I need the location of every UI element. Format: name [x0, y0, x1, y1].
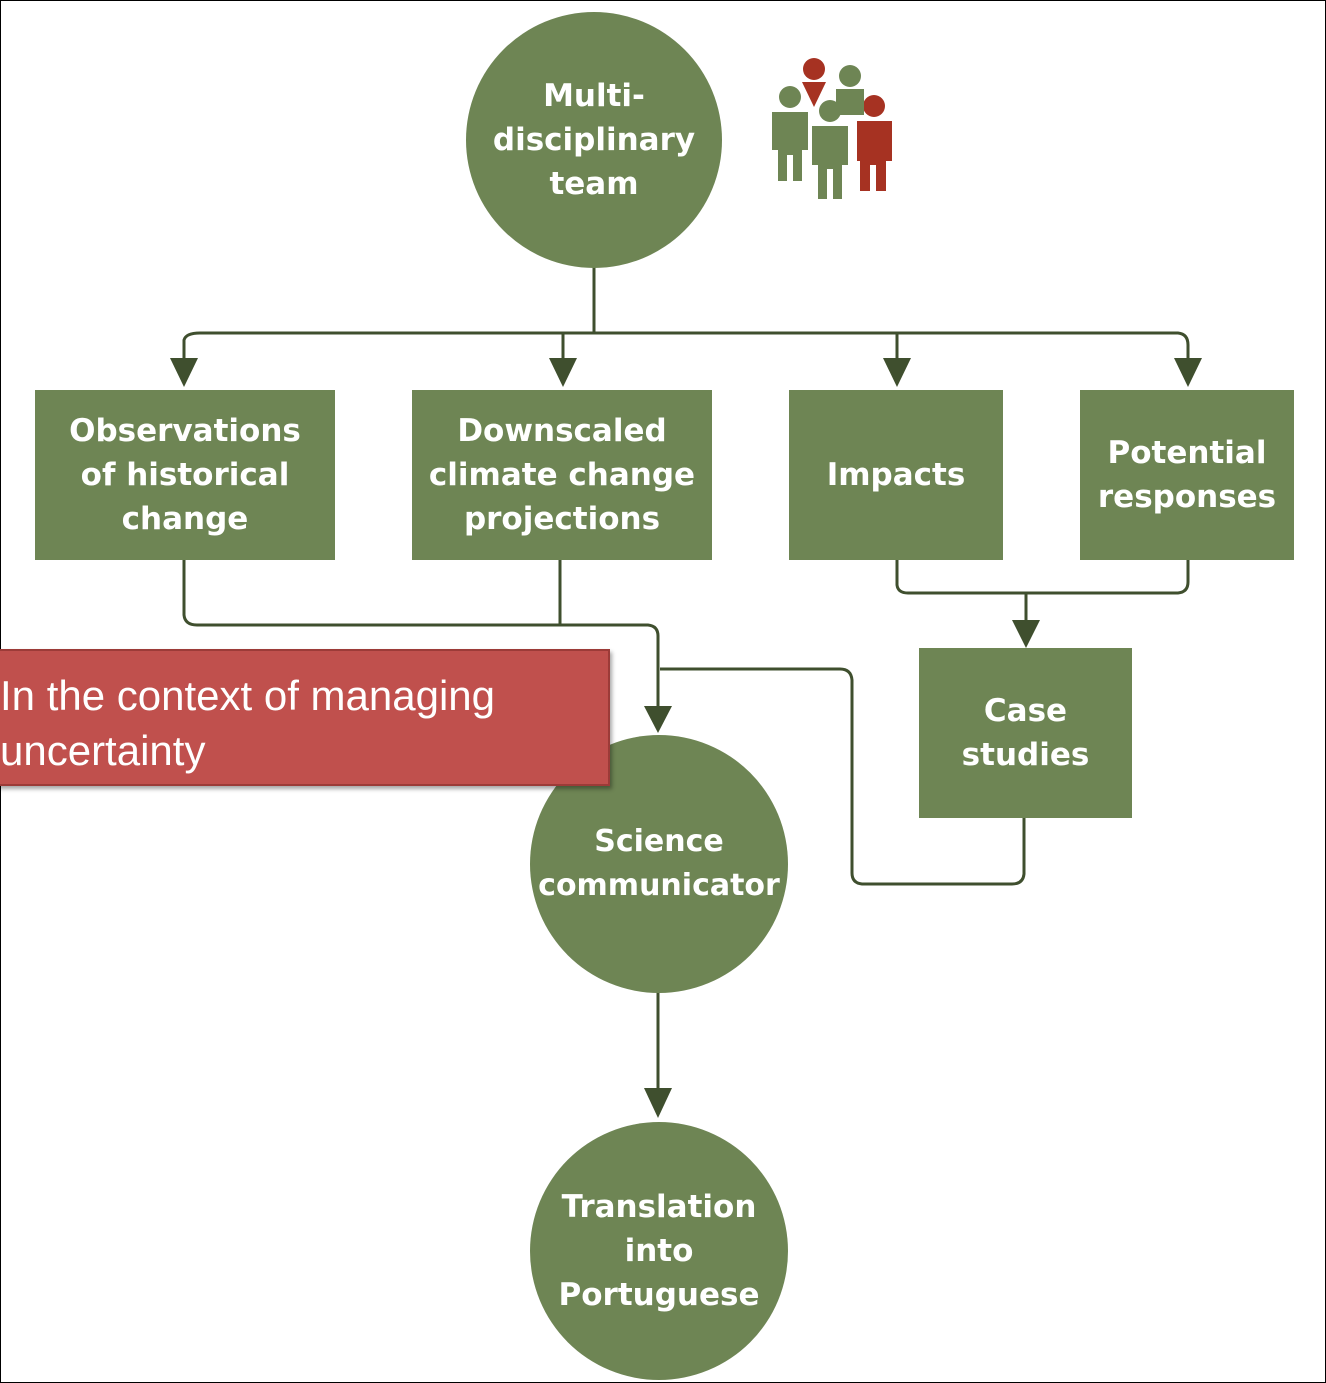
- node-team-label: Multi- disciplinary team: [492, 78, 696, 202]
- connector-team-bus: [182, 331, 1190, 358]
- node-communicator-label: Science communicator: [538, 824, 780, 903]
- connector-case-loop: [660, 667, 1026, 886]
- node-responses-label: Potential responses: [1097, 435, 1277, 515]
- node-case-studies: Case studies: [919, 648, 1132, 818]
- arrowhead-translation: [644, 1088, 672, 1118]
- node-impacts: Impacts: [789, 390, 1003, 560]
- arrowhead-communicator: [644, 706, 672, 733]
- node-translation-label: Translation into Portuguese: [558, 1189, 760, 1313]
- node-observations-label: Observations of historical change: [69, 413, 301, 537]
- callout-banner: In the context of managing uncertainty: [0, 649, 610, 786]
- node-multidisciplinary-team: Multi- disciplinary team: [466, 12, 722, 268]
- arrowhead-impacts: [883, 358, 911, 387]
- connector-downscaled-merge: [558, 560, 660, 706]
- node-case-studies-label: Case studies: [961, 693, 1090, 773]
- team-people-icon: [772, 58, 892, 199]
- node-impacts-label: Impacts: [826, 457, 966, 493]
- connector-obs-down: [182, 560, 560, 627]
- arrowhead-case-studies: [1012, 620, 1040, 648]
- node-translation-portuguese: Translation into Portuguese: [530, 1122, 788, 1380]
- node-downscaled-projections: Downscaled climate change projections: [412, 390, 712, 560]
- arrowhead-observations: [170, 358, 198, 387]
- node-downscaled-label: Downscaled climate change projections: [428, 413, 696, 537]
- node-observations: Observations of historical change: [35, 390, 335, 560]
- arrowhead-downscaled: [549, 358, 577, 387]
- node-potential-responses: Potential responses: [1080, 390, 1294, 560]
- arrowhead-responses: [1174, 358, 1202, 387]
- connector-impacts-responses: [895, 560, 1190, 595]
